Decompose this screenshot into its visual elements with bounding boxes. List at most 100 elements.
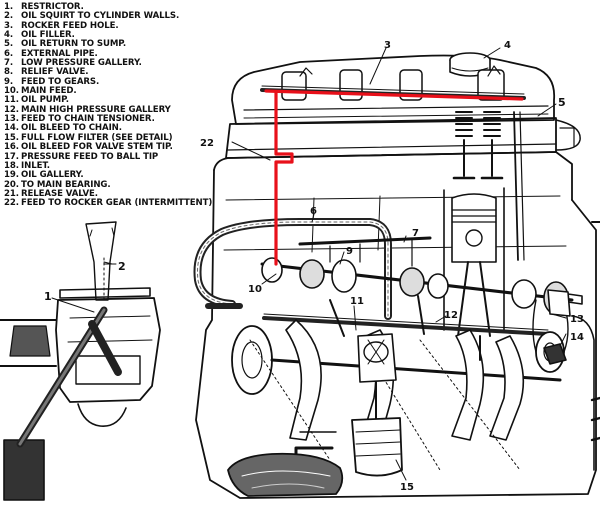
legend-label: ROCKER FEED HOLE. xyxy=(21,20,119,31)
legend-label: EXTERNAL PIPE. xyxy=(21,48,98,59)
legend-item: 7. LOW PRESSURE GALLERY. xyxy=(4,58,212,69)
legend-label: RELIEF VALVE. xyxy=(21,67,89,78)
main-gallery xyxy=(262,313,550,336)
chain-tensioner xyxy=(543,289,571,365)
legend-item: 10.MAIN FEED. xyxy=(4,86,212,97)
legend-item: 17.PRESSURE FEED TO BALL TIP xyxy=(4,151,212,162)
piston xyxy=(451,193,497,337)
legend-number: 19. xyxy=(4,170,19,181)
camshaft xyxy=(260,257,583,315)
legend-item: 13.FEED TO CHAIN TENSIONER. xyxy=(4,114,212,125)
callout-1: 1 xyxy=(44,290,52,303)
callout-12: 12 xyxy=(444,310,458,321)
callout-13: 13 xyxy=(570,314,584,325)
legend-label: FULL FLOW FILTER (SEE DETAIL) xyxy=(21,132,173,143)
restrictor-detail xyxy=(0,221,161,501)
legend-number: 13. xyxy=(4,114,19,125)
legend-number: 10. xyxy=(4,86,19,97)
legend-label: INLET. xyxy=(21,160,50,171)
legend-item: 6. EXTERNAL PIPE. xyxy=(4,48,212,59)
legend-item: 4. OIL FILLER. xyxy=(4,30,212,41)
legend-label: MAIN FEED. xyxy=(21,86,77,97)
callout-11: 11 xyxy=(350,296,364,307)
legend-item: 16.OIL BLEED FOR VALVE STEM TIP. xyxy=(4,142,212,153)
legend-number: 15. xyxy=(4,132,19,143)
oil-pump xyxy=(357,333,397,421)
legend-item: 21.RELEASE VALVE. xyxy=(4,188,212,199)
legend-label: TO MAIN BEARING. xyxy=(21,179,111,190)
callout-14: 14 xyxy=(570,332,584,343)
callout-7: 7 xyxy=(412,228,419,239)
valve-springs xyxy=(452,111,525,261)
callout-3: 3 xyxy=(384,40,391,51)
callout-4: 4 xyxy=(504,40,511,51)
connecting-rods xyxy=(329,295,481,361)
callout-2: 2 xyxy=(118,260,126,273)
legend-label: OIL RETURN TO SUMP. xyxy=(21,39,127,50)
legend-label: MAIN HIGH PRESSURE GALLERY xyxy=(21,104,171,115)
legend-label: OIL PUMP. xyxy=(21,95,69,106)
legend-number: 12. xyxy=(4,104,19,115)
callout-9: 9 xyxy=(346,246,353,257)
legend-item: 2. OIL SQUIRT TO CYLINDER WALLS. xyxy=(4,11,212,22)
legend-number: 9. xyxy=(4,76,14,87)
callout-15: 15 xyxy=(400,482,414,493)
legend-label: FEED TO ROCKER GEAR (INTERMITTENT) xyxy=(21,198,213,209)
callout-labels: 1 2 3 4 5 22 6 7 9 10 11 12 13 14 15 xyxy=(44,40,584,493)
legend-number: 7. xyxy=(4,58,14,69)
legend-item: 1. RESTRICTOR. xyxy=(4,2,212,12)
legend-label: RELEASE VALVE. xyxy=(21,188,98,199)
low-pressure-gallery xyxy=(298,236,432,267)
legend-item: 18.INLET. xyxy=(4,160,212,171)
legend-number: 22. xyxy=(4,198,19,209)
legend-label: OIL GALLERY. xyxy=(21,170,84,181)
legend-number: 21. xyxy=(4,188,19,199)
restrictor-feed-pipe xyxy=(16,306,122,448)
legend-number: 11. xyxy=(4,95,19,106)
legend-item: 5. OIL RETURN TO SUMP. xyxy=(4,39,212,50)
legend-number: 5. xyxy=(4,39,14,50)
legend-list: 1. RESTRICTOR. 2. OIL SQUIRT TO CYLINDER WA… xyxy=(4,2,213,209)
cylinder-head xyxy=(213,117,581,201)
callout-5: 5 xyxy=(558,96,566,109)
legend-item: 11.OIL PUMP. xyxy=(4,95,212,106)
legend-item: 15.FULL FLOW FILTER (SEE DETAIL) xyxy=(4,132,212,143)
legend-item: 8. RELIEF VALVE. xyxy=(4,67,212,78)
legend-number: 20. xyxy=(4,179,19,190)
legend-label: FEED TO CHAIN TENSIONER. xyxy=(21,114,155,125)
legend-number: 6. xyxy=(4,48,14,59)
legend-item: 20.TO MAIN BEARING. xyxy=(4,179,212,190)
legend-number: 14. xyxy=(4,123,19,134)
legend-label: LOW PRESSURE GALLERY. xyxy=(21,58,142,69)
legend-item: 12.MAIN HIGH PRESSURE GALLERY xyxy=(4,104,212,115)
legend-label: PRESSURE FEED TO BALL TIP xyxy=(21,151,159,162)
callout-22: 22 xyxy=(200,138,214,149)
legend-number: 17. xyxy=(4,151,19,162)
callout-leaders xyxy=(51,47,567,481)
legend-label: OIL SQUIRT TO CYLINDER WALLS. xyxy=(21,11,180,22)
cylinder-block xyxy=(195,169,597,499)
legend-number: 1. xyxy=(4,2,14,12)
legend-label: FEED TO GEARS. xyxy=(21,76,100,87)
sump xyxy=(227,452,344,497)
legend-number: 18. xyxy=(4,160,19,171)
legend-number: 16. xyxy=(4,142,19,153)
legend-label: RESTRICTOR. xyxy=(21,2,84,12)
oil-squirt-jet xyxy=(103,257,117,301)
legend-label: OIL BLEED TO CHAIN. xyxy=(21,123,122,134)
legend-label: OIL BLEED FOR VALVE STEM TIP. xyxy=(21,142,173,153)
legend-number: 4. xyxy=(4,30,14,41)
legend-number: 2. xyxy=(4,11,14,22)
rocker-feed-highlight xyxy=(264,89,524,266)
legend-number: 3. xyxy=(4,20,14,31)
legend-item: 14.OIL BLEED TO CHAIN. xyxy=(4,123,212,134)
legend-item: 9. FEED TO GEARS. xyxy=(4,76,212,87)
external-pipe xyxy=(193,218,392,320)
legend-label: OIL FILLER. xyxy=(21,30,75,41)
flywheel-housing xyxy=(571,221,600,471)
callout-10: 10 xyxy=(248,284,262,295)
legend-number: 8. xyxy=(4,67,14,78)
callout-6: 6 xyxy=(310,206,317,217)
legend-item: 3. ROCKER FEED HOLE. xyxy=(4,20,212,31)
